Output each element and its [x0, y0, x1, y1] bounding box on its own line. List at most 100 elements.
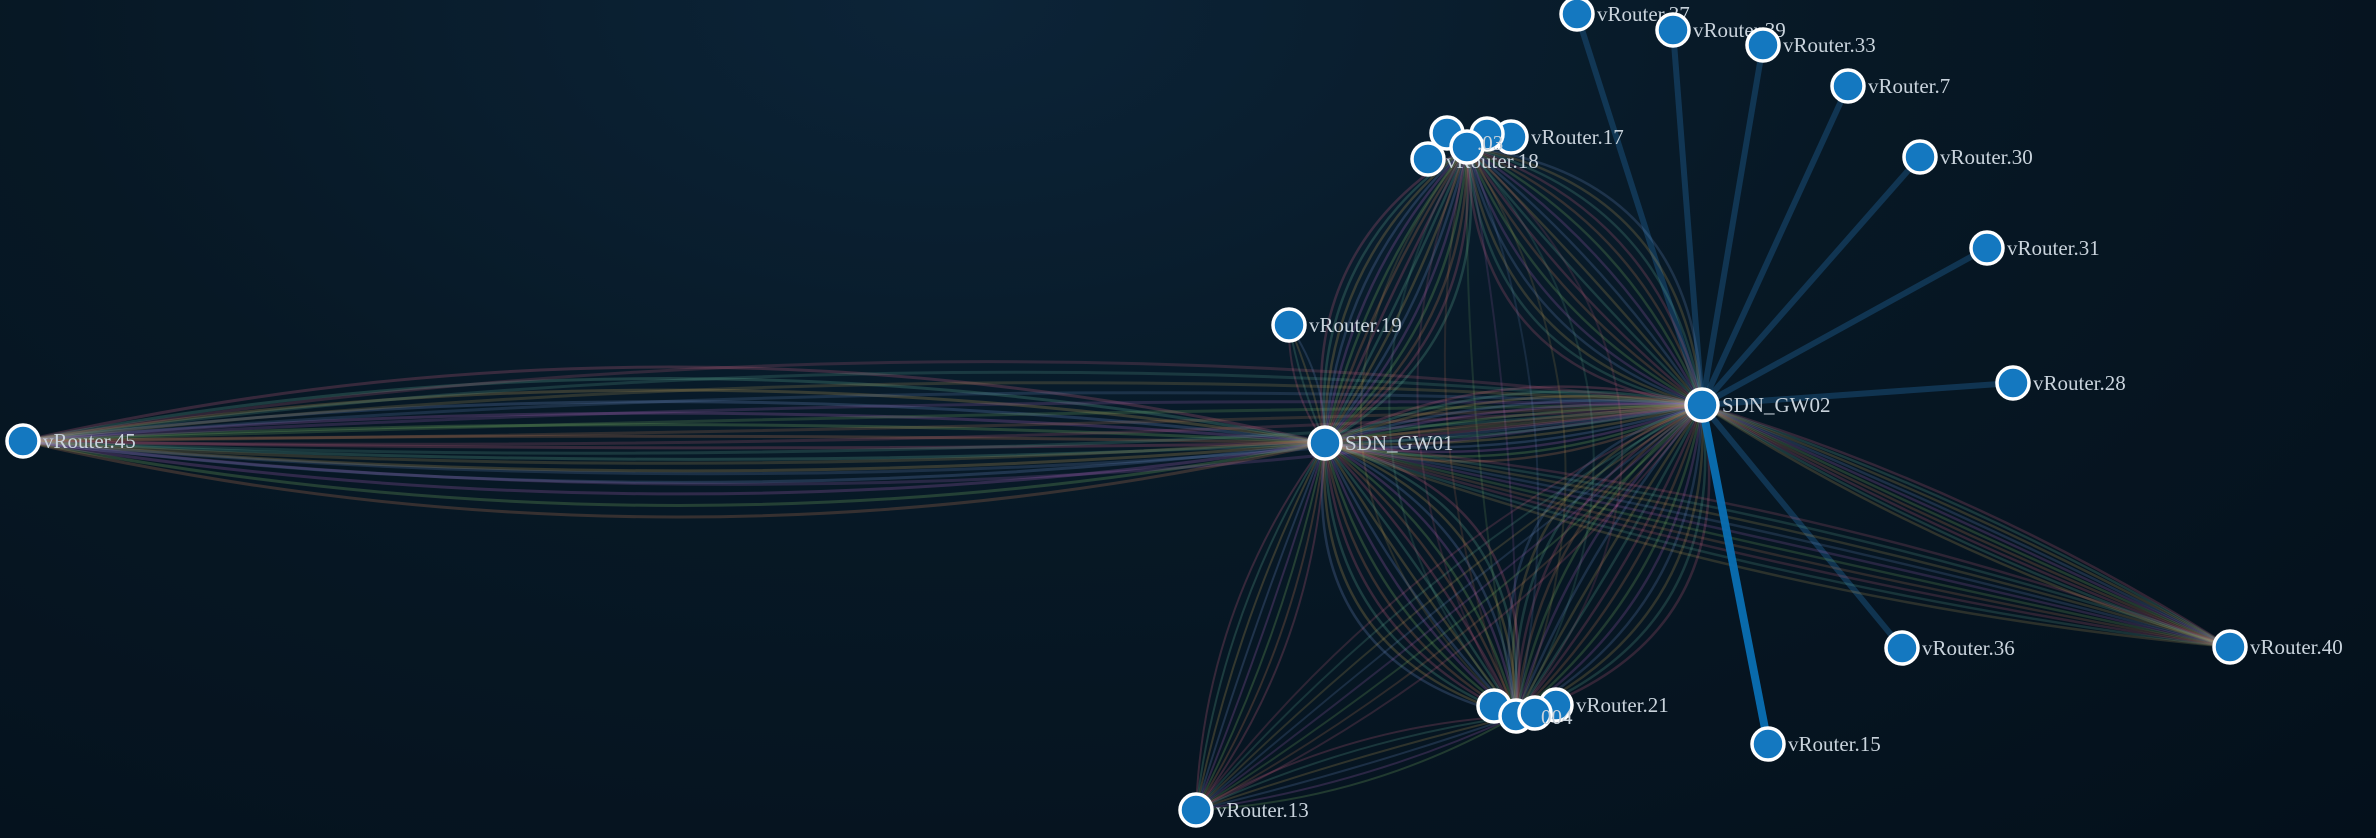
bundle-link-sdn_gw01-vrouter-40 — [1324, 441, 2231, 649]
bundle-link-sdn_gw01-top_c — [1323, 146, 1468, 444]
bundle-link-vrouter-13-sdn_gw01 — [1195, 442, 1326, 811]
bundle-link-vrouter-13-sdn_gw02 — [1195, 404, 1703, 811]
node-top-c[interactable]: .03 — [1449, 129, 1503, 165]
bundle-link-sdn_gw01-top_c — [1322, 145, 1468, 444]
link-sdn-gw02-vrouter-36 — [1699, 403, 1905, 650]
node-vrouter-19[interactable]: vRouter.19 — [1271, 307, 1402, 343]
bundle-link-vrouter-13-sdn_gw02 — [1195, 404, 1703, 811]
node-circle[interactable] — [1559, 0, 1595, 32]
bundle-link-vrouter-45-sdn_gw02 — [22, 360, 1703, 443]
node-vrouter-15[interactable]: vRouter.15 — [1750, 726, 1881, 762]
node-sdn-gw02[interactable]: SDN_GW02 — [1684, 387, 1831, 423]
bundle-link-sdn_gw02-bot_b — [1515, 404, 1704, 717]
bundle-link-vrouter-45-sdn_gw01 — [22, 377, 1326, 445]
bundle-link-sdn_gw01-bot_b — [1324, 441, 1518, 717]
link-sdn-gw02-vrouter-31 — [1700, 245, 1989, 408]
bundle-link-sdn_gw02-top_c — [1465, 146, 1703, 407]
bundle-link-sdn_gw01-top_c — [1324, 146, 1469, 444]
bundle-link-sdn_gw01-sdn_gw02 — [1324, 403, 1703, 445]
bundle-link-sdn_gw02-vrouter-40 — [1701, 403, 2231, 649]
bundle-link-sdn_gw02-top_c — [1465, 146, 1703, 407]
node-vrouter-31[interactable]: vRouter.31 — [1969, 230, 2100, 266]
node-sdn-gw01[interactable]: SDN_GW01 — [1307, 425, 1454, 461]
bundle-link-sdn_gw02-bot_b — [1514, 403, 1703, 717]
node-circle[interactable] — [1884, 630, 1920, 666]
bundle-link-sdn_gw02-top_c — [1466, 145, 1704, 406]
node-label: vRouter.28 — [2033, 371, 2126, 395]
node-circle[interactable] — [1271, 307, 1307, 343]
bundle-link-vrouter-13-sdn_gw02 — [1195, 404, 1703, 811]
bundle-link-sdn_gw01-bot_b — [1323, 442, 1517, 717]
node-circle[interactable] — [1750, 726, 1786, 762]
bundle-link-sdn_gw01-top_c — [1323, 146, 1468, 444]
bundle-link-sdn_gw01-top_c — [1323, 146, 1468, 444]
node-label: vRouter.7 — [1868, 74, 1950, 98]
node-circle[interactable] — [1830, 68, 1866, 104]
bundle-link-sdn_gw01-top_c — [1324, 146, 1470, 445]
bundle-link-vrouter-13-bot_b — [1195, 715, 1517, 811]
bundle-link-vrouter-45-sdn_gw01 — [22, 388, 1326, 445]
node-circle[interactable] — [2212, 629, 2248, 665]
node-circle[interactable] — [1655, 12, 1691, 48]
node-vrouter-30[interactable]: vRouter.30 — [1902, 139, 2033, 175]
bundle-link-sdn_gw02-top_c — [1465, 146, 1703, 407]
node-circle[interactable] — [1995, 365, 2031, 401]
bundle-link-sdn_gw01-sdn_gw02 — [1324, 402, 1703, 445]
node-circle[interactable] — [1684, 387, 1720, 423]
bundle-link-sdn_gw02-bot_b — [1511, 403, 1703, 717]
node-circle[interactable] — [1410, 141, 1446, 177]
bundle-link-sdn_gw02-vrouter-40 — [1701, 403, 2231, 649]
bundle-link-top_c-bot_b — [1359, 146, 1517, 717]
node-vrouter-21[interactable]: vRouter.21 — [1538, 687, 1669, 723]
bundle-link-sdn_gw01-sdn_gw02 — [1324, 403, 1703, 446]
bundle-link-top_c-bot_b — [1466, 146, 1595, 717]
bundle-link-sdn_gw01-sdn_gw02 — [1324, 394, 1703, 445]
node-vrouter-7[interactable]: vRouter.7 — [1830, 68, 1950, 104]
node-circle[interactable] — [5, 423, 41, 459]
node-circle[interactable] — [1745, 27, 1781, 63]
bundle-link-sdn_gw01-sdn_gw02 — [1324, 403, 1703, 445]
bundle-link-top_c-bot_b — [1416, 146, 1517, 717]
node-vrouter-36[interactable]: vRouter.36 — [1884, 630, 2015, 666]
links-layer — [22, 13, 2231, 811]
node-vrouter-33[interactable]: vRouter.33 — [1745, 27, 1876, 63]
node-vrouter-28[interactable]: vRouter.28 — [1995, 365, 2126, 401]
node-label: vRouter.13 — [1216, 798, 1309, 822]
bundle-link-sdn_gw01-top_c — [1323, 146, 1469, 444]
bundle-link-sdn_gw02-bot_b — [1515, 404, 1711, 718]
node-bot-c[interactable]: 004 — [1517, 695, 1573, 731]
node-label: vRouter.19 — [1309, 313, 1402, 337]
bundle-link-top_c-bot_b — [1466, 146, 1624, 717]
node-label: vRouter.45 — [43, 429, 136, 453]
bundle-link-sdn_gw02-bot_b — [1515, 404, 1704, 718]
bundle-link-sdn_gw02-bot_b — [1515, 404, 1704, 718]
bundle-link-sdn_gw02-bot_b — [1514, 404, 1704, 717]
bundle-link-vrouter-45-sdn_gw01 — [22, 439, 1326, 461]
link-sdn-gw02-vrouter-28 — [1701, 380, 2014, 408]
node-circle[interactable] — [1902, 139, 1938, 175]
node-circle[interactable] — [1517, 695, 1553, 731]
node-circle[interactable] — [1178, 792, 1214, 828]
node-label: vRouter.36 — [1922, 636, 2015, 660]
node-vrouter-45[interactable]: vRouter.45 — [5, 423, 136, 459]
bundle-link-sdn_gw01-vrouter-40 — [1324, 441, 2231, 649]
node-vrouter-13[interactable]: vRouter.13 — [1178, 792, 1309, 828]
node-circle[interactable] — [1307, 425, 1343, 461]
bundle-link-top_c-bot_b — [1466, 146, 1518, 717]
bundle-link-vrouter-13-sdn_gw01 — [1195, 442, 1326, 811]
bundle-link-sdn_gw02-top_c — [1465, 146, 1703, 407]
node-vrouter-40[interactable]: vRouter.40 — [2212, 629, 2343, 665]
bundle-link-vrouter-45-sdn_gw01 — [22, 365, 1326, 445]
bundle-link-sdn_gw01-bot_b — [1323, 442, 1517, 718]
bundle-link-sdn_gw02-top_c — [1466, 145, 1704, 406]
node-circle[interactable] — [1449, 129, 1485, 165]
bundle-link-vrouter-45-sdn_gw01 — [22, 434, 1326, 445]
bundle-link-sdn_gw02-top_c — [1466, 146, 1704, 406]
bundle-link-vrouter-45-sdn_gw02 — [22, 403, 1703, 465]
node-circle[interactable] — [1969, 230, 2005, 266]
bundle-link-vrouter-45-sdn_gw01 — [22, 439, 1326, 484]
bundle-link-sdn_gw01-bot_b — [1323, 442, 1517, 717]
bundle-link-vrouter-45-sdn_gw02 — [22, 381, 1703, 443]
bundle-link-vrouter-13-sdn_gw01 — [1195, 442, 1326, 811]
link-sdn-gw02-vrouter-33 — [1699, 44, 1766, 406]
